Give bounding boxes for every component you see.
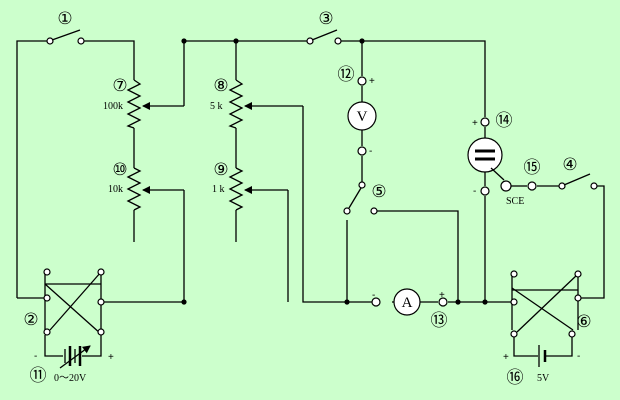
switch-1 — [46, 29, 85, 45]
marker-7: ⑦ — [112, 76, 127, 96]
ammeter: A — [393, 288, 421, 316]
variable-source-11 — [59, 345, 91, 369]
battery-16 — [538, 345, 547, 367]
marker-6: ⑥ — [576, 312, 591, 332]
rheostat-10 — [126, 167, 184, 211]
plus-sign: + — [503, 352, 509, 363]
marker-12: ⑫ — [338, 65, 355, 85]
marker-4: ④ — [562, 155, 577, 175]
wires — [16, 40, 605, 357]
marker-3: ③ — [318, 9, 333, 29]
sce-label: SCE — [506, 196, 524, 207]
plus-sign: + — [369, 76, 375, 87]
voltmeter-symbol: V — [357, 109, 368, 125]
marker-13: ⑬ — [431, 311, 448, 331]
plus-sign: + — [439, 290, 445, 301]
minus-sign: - — [34, 351, 37, 362]
r9-value: 1 k — [212, 184, 225, 195]
terminals — [43, 76, 582, 338]
marker-8: ⑧ — [213, 76, 228, 96]
component-markers: ① ② ③ ④ ⑤ ⑥ ⑦ ⑧ ⑨ ⑩ ⑪ ⑫ ⑬ ⑭ ⑮ ⑯ — [23, 9, 591, 388]
minus-sign: - — [473, 186, 476, 197]
rheostat-7 — [126, 79, 184, 129]
marker-16: ⑯ — [507, 368, 524, 388]
junction-dots — [181, 38, 488, 305]
switch-4 — [558, 173, 598, 190]
minus-sign: - — [369, 146, 372, 157]
marker-15: ⑮ — [524, 158, 541, 178]
r7-value: 100k — [103, 101, 123, 112]
switch-5 — [343, 181, 378, 215]
marker-14: ⑭ — [496, 111, 513, 131]
voltmeter: V — [347, 101, 377, 131]
plus-sign: + — [472, 118, 478, 129]
polarity-signs: + - - + + - - + + - — [34, 76, 580, 363]
rheostat-9 — [228, 167, 288, 211]
electrochemical-cell — [467, 137, 512, 192]
minus-sign: - — [372, 290, 375, 301]
marker-2: ② — [23, 310, 38, 330]
source-left-range: 0～20V — [54, 373, 87, 384]
minus-sign: - — [577, 351, 580, 362]
marker-5: ⑤ — [371, 182, 386, 202]
value-labels: 100k 10k 5 k 1 k 0～20V 5V SCE — [54, 101, 550, 384]
r10-value: 10k — [108, 184, 123, 195]
rheostat-8 — [228, 79, 303, 129]
marker-10: ⑩ — [112, 160, 127, 180]
source-right-value: 5V — [537, 373, 550, 384]
marker-1: ① — [57, 9, 72, 29]
r8-value: 5 k — [210, 101, 223, 112]
marker-11: ⑪ — [30, 366, 47, 386]
marker-9: ⑨ — [213, 160, 228, 180]
ammeter-symbol: A — [402, 295, 413, 311]
plus-sign: + — [108, 352, 114, 363]
switch-3 — [306, 29, 342, 45]
